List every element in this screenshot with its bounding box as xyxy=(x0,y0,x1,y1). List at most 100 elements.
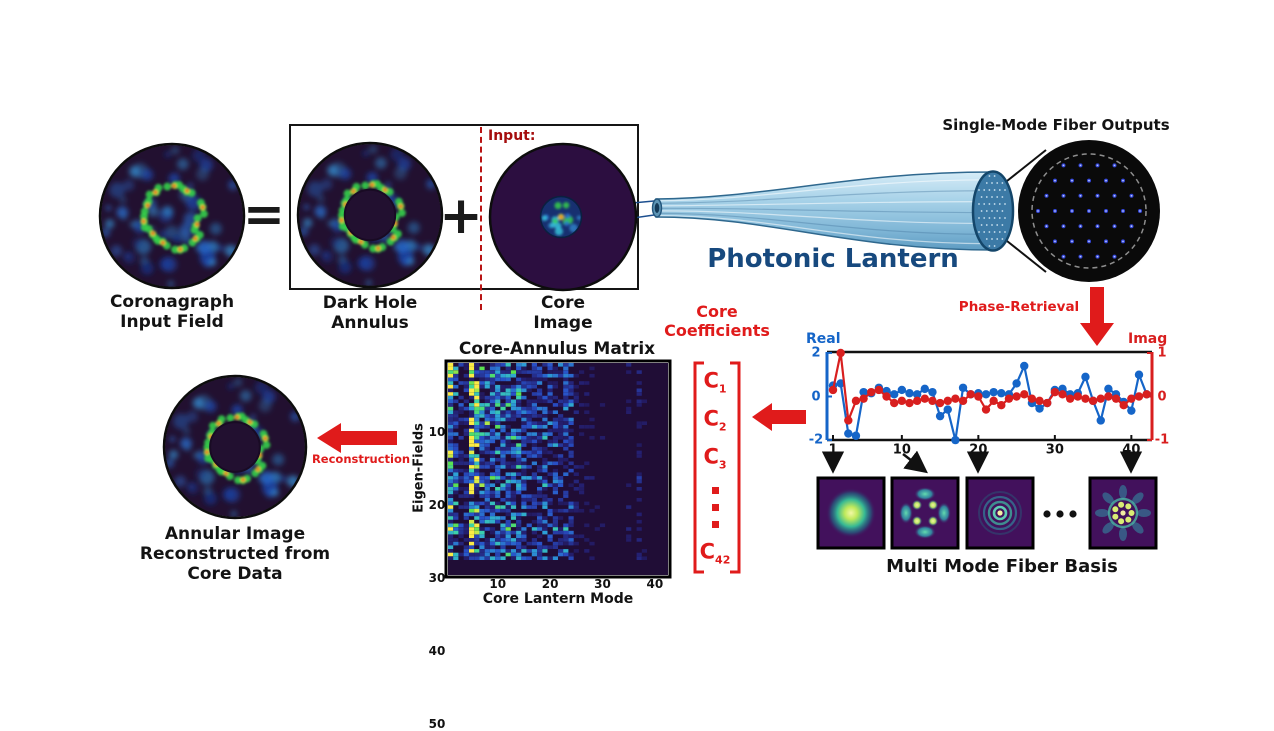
equals-sign: = xyxy=(243,185,285,243)
real-series-point xyxy=(958,383,968,392)
imag-series-point xyxy=(897,396,907,406)
smf-outputs-label: Single-Mode Fiber Outputs xyxy=(942,116,1170,134)
smf-dashed-ring xyxy=(1031,153,1147,269)
real-series-point xyxy=(1096,416,1105,425)
magnifier-line-top xyxy=(1006,149,1047,182)
photonic-lantern-title: Photonic Lantern xyxy=(707,244,959,274)
real-series-point xyxy=(981,390,991,399)
imag-series-point xyxy=(1027,394,1037,403)
reconstruction-label: Reconstruction xyxy=(311,452,411,466)
lantern-face-dots xyxy=(978,175,1006,247)
imag-series-point xyxy=(1065,394,1075,403)
imag-series-point xyxy=(1127,394,1136,403)
plot-left-tick-label: -2 xyxy=(808,432,824,448)
mode-image-20 xyxy=(965,476,1035,550)
imag-series-point xyxy=(1043,398,1052,408)
equation-box xyxy=(289,124,639,290)
real-series-line xyxy=(832,362,1148,441)
coefficient-entry: C2 xyxy=(703,406,727,434)
imag-series-point xyxy=(935,398,945,408)
real-axis-label: Real xyxy=(806,331,841,347)
imag-series-point xyxy=(920,394,929,403)
imag-series-point xyxy=(943,396,952,406)
plus-sign: + xyxy=(439,186,483,246)
real-series-point xyxy=(920,384,929,394)
imag-series-point xyxy=(851,396,861,406)
real-series-point xyxy=(844,429,853,438)
annular-reconstruction-image xyxy=(162,374,308,520)
imag-series-point xyxy=(1058,390,1067,399)
imag-series-point xyxy=(836,348,845,358)
photonic-lantern-graphic xyxy=(577,149,1047,273)
magnifier-line-bottom xyxy=(1006,240,1047,273)
imag-series-point xyxy=(867,387,876,397)
coefficient-entry: C3 xyxy=(703,444,727,472)
imag-series-point xyxy=(1012,392,1021,401)
plot-x-tick-label: 1 xyxy=(828,442,838,458)
fiber-basis-modes xyxy=(816,476,1158,550)
lantern-end-face xyxy=(971,170,1015,252)
plot-x-tick-label: 30 xyxy=(1045,442,1064,458)
plot-x-tick-label: 20 xyxy=(969,442,988,458)
real-series-point xyxy=(943,405,952,414)
core-speckle xyxy=(541,197,581,237)
annular-reconstruction-caption: Annular Image Reconstructed from Core Da… xyxy=(139,524,331,585)
real-series-point xyxy=(928,387,937,397)
imag-series-point xyxy=(844,416,853,425)
imag-series-point xyxy=(928,396,937,406)
matrix-y-tick-label: 40 xyxy=(428,644,446,659)
imag-series-point xyxy=(1142,390,1151,399)
imag-series-point xyxy=(951,394,960,403)
imag-series-point xyxy=(1088,396,1098,406)
plot-right-tick-label: 1 xyxy=(1157,345,1167,361)
reconstruction-arrow xyxy=(317,423,397,453)
matrix-y-tick-label: 20 xyxy=(428,498,446,513)
vector-ellipsis-square xyxy=(712,487,719,494)
plot-left-tick-label: 0 xyxy=(811,389,821,404)
matrix-title: Core-Annulus Matrix xyxy=(458,339,656,359)
dark-hole-caption: Dark Hole Annulus xyxy=(322,293,418,334)
real-series-point xyxy=(1134,370,1144,379)
imag-series-point xyxy=(859,394,868,403)
real-series-point xyxy=(836,379,845,388)
imag-series-point xyxy=(1050,387,1060,397)
plot-x-tick-label: 10 xyxy=(892,442,911,458)
coronagraph-field-image xyxy=(98,142,246,290)
real-series-point xyxy=(997,389,1006,398)
matrix-x-tick-label: 40 xyxy=(646,577,664,591)
phase-retrieval-arrow xyxy=(1080,287,1114,346)
real-series-point xyxy=(951,435,960,445)
imag-series-point xyxy=(974,392,983,401)
real-series-point xyxy=(859,387,868,397)
imag-series-point xyxy=(1119,401,1128,410)
imag-series-point xyxy=(1134,392,1144,401)
real-series-point xyxy=(989,387,998,397)
matrix-x-tick-label: 30 xyxy=(594,577,611,591)
basis-pointer-arrows xyxy=(821,450,1143,474)
vector-ellipsis-square xyxy=(712,504,719,511)
matrix-xlabel: Core Lantern Mode xyxy=(482,591,634,607)
basis-ellipsis xyxy=(1043,510,1077,518)
imag-series-point xyxy=(828,385,838,395)
imag-series-point xyxy=(1081,394,1090,403)
plot-right-tick-label: 0 xyxy=(1157,389,1167,404)
imag-series-point xyxy=(1073,392,1083,401)
imag-series-point xyxy=(890,398,899,408)
vector-bracket-right xyxy=(730,361,741,574)
imag-series-point xyxy=(1096,394,1105,403)
phase-retrieval-label: Phase-Retrieval xyxy=(958,299,1080,315)
vector-ellipsis-square xyxy=(712,521,719,528)
coefficients-arrow xyxy=(752,403,806,431)
imag-series-point xyxy=(1004,394,1014,403)
coefficient-plot xyxy=(825,348,1154,445)
real-series-point xyxy=(1127,406,1136,415)
imag-series-point xyxy=(1035,396,1044,406)
imag-series-point xyxy=(989,396,998,406)
real-series-point xyxy=(897,385,907,395)
plot-left-tick-label: 2 xyxy=(811,345,821,361)
core-image-caption: Core Image xyxy=(533,293,593,334)
imag-series-point xyxy=(997,401,1006,410)
real-series-point xyxy=(1012,379,1021,388)
mode-image-40 xyxy=(1088,476,1158,550)
